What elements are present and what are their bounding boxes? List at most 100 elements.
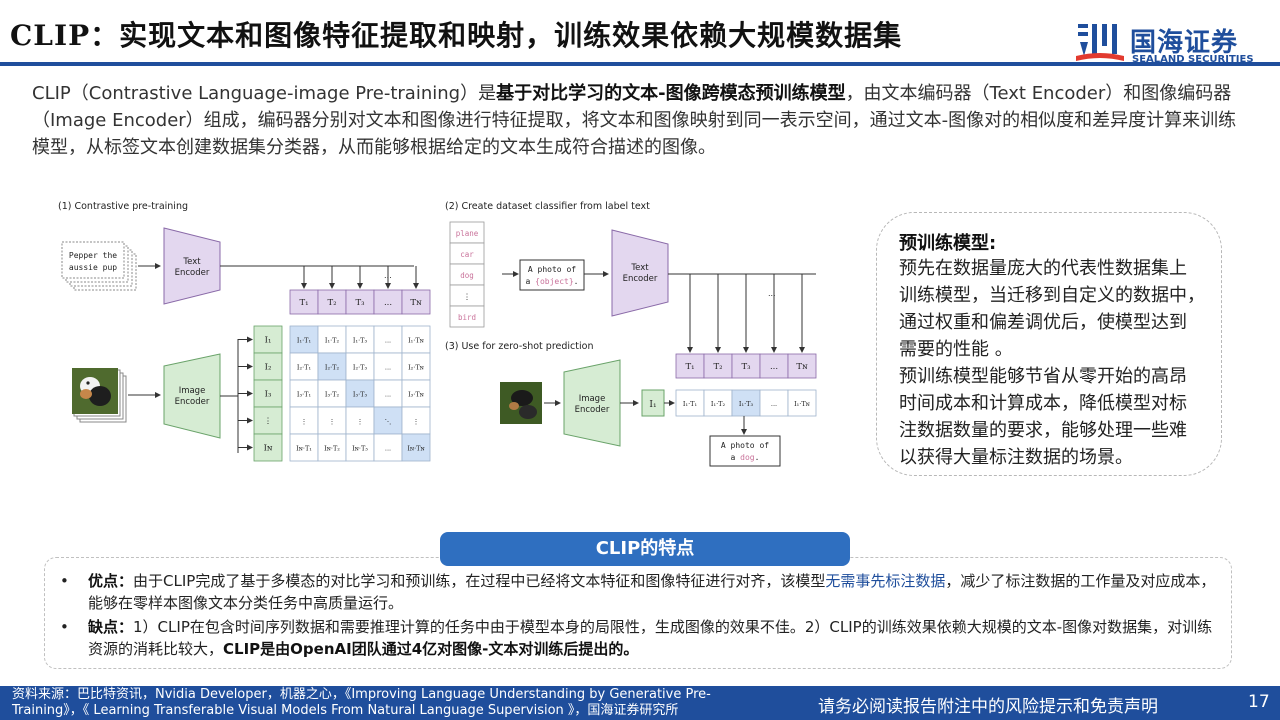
text-feature-cell-2: ... xyxy=(759,353,789,379)
callout-line: 通过权重和偏差调优后，使模型达到 xyxy=(899,312,1187,333)
similarity-cell: I₃·T₂ xyxy=(317,379,347,408)
text-feature-cell-2: Tɴ xyxy=(787,353,817,379)
intro-prefix: CLIP（Contrastive Language-image Pre-trai… xyxy=(32,83,497,104)
text-feature-cell-2-text: T₁ xyxy=(685,362,694,372)
text-feature-cell: ... xyxy=(373,289,403,315)
callout-title: 预训练模型: xyxy=(899,233,997,254)
text-feature-cell-text: T₁ xyxy=(299,298,308,308)
zero-shot-cell-text: I₁·Tɴ xyxy=(794,400,811,408)
text-feature-cell-2-text: T₂ xyxy=(713,362,722,372)
zero-shot-image-feature: I₁ xyxy=(641,389,665,417)
prompt-template-end: . xyxy=(574,277,579,286)
image-feature-cell-text: I₂ xyxy=(265,363,272,373)
logo-english-name: SEALAND SECURITIES xyxy=(1132,54,1254,65)
label-item: car xyxy=(449,242,485,265)
text-feature-cell: T₁ xyxy=(289,289,319,315)
prediction-result-box: A photo of a dog. xyxy=(709,435,781,467)
text-feature-cell-text: Tɴ xyxy=(410,298,422,308)
similarity-cell-text: ⋮ xyxy=(357,418,364,426)
label-item: plane xyxy=(449,221,485,244)
similarity-cell: ⋮ xyxy=(317,406,347,435)
text-feature-cell-2: T₁ xyxy=(675,353,705,379)
similarity-cell-text: I₁·Tɴ xyxy=(408,337,425,345)
image-feature-connectors xyxy=(238,336,253,451)
label-item-text: car xyxy=(460,250,474,259)
cons-bold: CLIP是由OpenAI团队通过4亿对图像-文本对训练后提出的。 xyxy=(223,640,639,658)
zero-shot-cell: I₁·Tɴ xyxy=(787,389,817,417)
label-item-text: bird xyxy=(458,313,476,322)
image-feature-cell-text: Iɴ xyxy=(264,444,273,454)
cons-label: 缺点： xyxy=(88,618,134,636)
zero-shot-cell: I₁·T₃ xyxy=(731,389,761,417)
text-feature-cell-2-text: Tɴ xyxy=(796,362,808,372)
label-item-text: plane xyxy=(456,229,479,238)
logo-chinese-name: 国海证券 xyxy=(1130,28,1239,58)
similarity-cell: ... xyxy=(373,325,403,354)
similarity-cell: ... xyxy=(373,352,403,381)
source-note: 资料来源：巴比特资讯，Nvidia Developer，机器之心，《Improv… xyxy=(12,687,711,718)
prompt-template-a: a xyxy=(526,277,536,286)
similarity-cell: Iɴ·Tɴ xyxy=(401,433,431,462)
image-feature-cell: I₃ xyxy=(253,379,283,408)
image-encoder-label1: Image xyxy=(179,386,206,396)
image-feature-cell: I₁ xyxy=(253,325,283,354)
pros-text-a: 由于CLIP完成了基于多模态的对比学习和预训练，在过程中已经将文本特征和图像特征… xyxy=(133,572,826,590)
text-input-stack: Pepper the aussie pup xyxy=(61,241,137,291)
zero-shot-cell-text: ... xyxy=(771,400,777,408)
image-feature-cell: Iɴ xyxy=(253,433,283,462)
pros-label: 优点： xyxy=(88,572,134,590)
callout-line: 以获得大量标注数据的场景。 xyxy=(899,447,1133,468)
bullet: • xyxy=(60,572,69,590)
similarity-cell-text: ⋱ xyxy=(385,418,392,426)
image-feature-cell-text: I₃ xyxy=(265,390,272,400)
disclaimer-link[interactable]: 请务必阅读报告附注中的风险提示和免责声明 xyxy=(818,697,1158,717)
connector-ellipsis-2: ... xyxy=(768,289,776,298)
logo-mark-icon xyxy=(1076,24,1124,61)
text-feature-connectors xyxy=(301,266,419,289)
similarity-cell: Iɴ·T₁ xyxy=(289,433,319,462)
zero-shot-input-image xyxy=(500,382,542,424)
similarity-cell: I₂·T₁ xyxy=(289,352,319,381)
features-heading: CLIP的特点 xyxy=(440,532,850,566)
label-list: plane car dog ⋮ bird xyxy=(449,221,485,328)
similarity-cell: ⋱ xyxy=(373,406,403,435)
company-logo: 国海证券 SEALAND SECURITIES xyxy=(1076,18,1276,65)
text-encoder2-label2: Encoder xyxy=(623,274,658,284)
similarity-cell-text: Iɴ·T₃ xyxy=(352,445,368,453)
similarity-cell-text: Iɴ·T₁ xyxy=(296,445,312,453)
text-feature-cell-2-text: ... xyxy=(770,362,778,372)
callout-line: 需要的性能 。 xyxy=(899,339,1013,360)
similarity-cell: I₃·T₁ xyxy=(289,379,319,408)
similarity-cell: I₃·T₃ xyxy=(345,379,375,408)
similarity-cell-text: I₁·T₂ xyxy=(325,337,340,345)
result-object: dog xyxy=(740,453,755,462)
prompt-template-line1: A photo of xyxy=(528,265,576,274)
zero-shot-cell-text: I₁·T₂ xyxy=(711,400,726,408)
text-input-line1: Pepper the xyxy=(69,251,117,260)
similarity-cell: I₂·T₃ xyxy=(345,352,375,381)
label-item: dog xyxy=(449,263,485,286)
image-encoder: Image Encoder xyxy=(163,353,221,439)
similarity-cell-text: ... xyxy=(385,364,391,372)
result-a: a xyxy=(731,453,741,462)
similarity-cell-text: I₂·T₃ xyxy=(353,364,368,372)
zero-shot-cell: I₁·T₂ xyxy=(703,389,733,417)
label-item: ⋮ xyxy=(449,284,485,307)
pros-highlight: 无需事先标注数据 xyxy=(825,572,946,590)
text-encoder-2: Text Encoder xyxy=(611,229,669,317)
intro-paragraph: CLIP（Contrastive Language-image Pre-trai… xyxy=(32,80,1252,161)
image-encoder-label2: Encoder xyxy=(175,397,210,407)
similarity-cell-text: ⋮ xyxy=(329,418,336,426)
result-end: . xyxy=(755,453,760,462)
similarity-cell-text: Iɴ·Tɴ xyxy=(407,445,425,453)
similarity-cell-text: ... xyxy=(385,445,391,453)
header-divider xyxy=(0,62,1280,66)
similarity-cell-text: ⋮ xyxy=(413,418,420,426)
image-encoder2-label2: Encoder xyxy=(575,405,610,415)
label-item-text: dog xyxy=(460,271,474,280)
